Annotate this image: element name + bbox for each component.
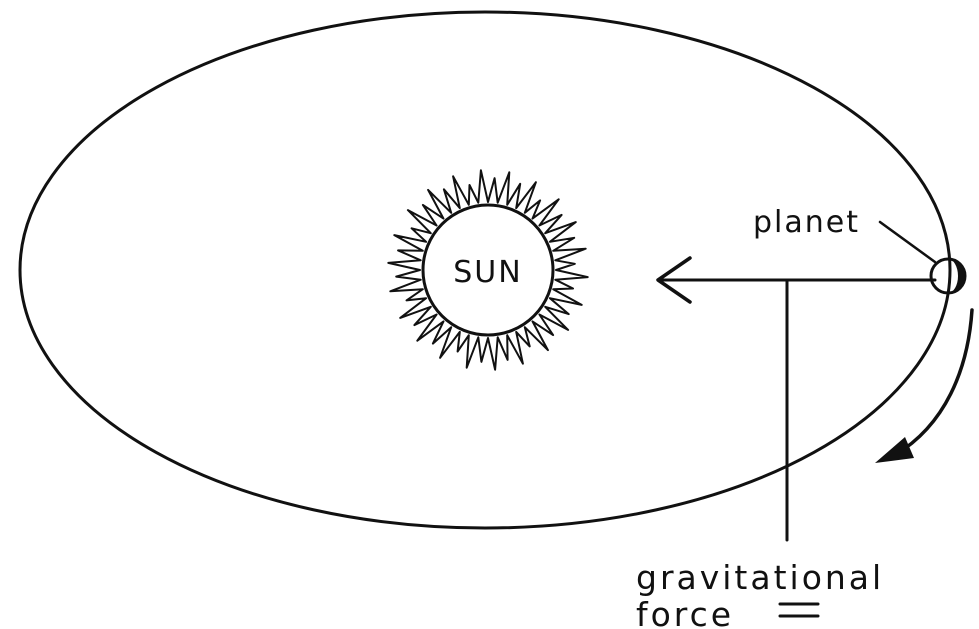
- orbit-direction-arrow: [895, 310, 972, 455]
- orbit-direction-arrowhead: [875, 437, 914, 463]
- planet-label-leader: [880, 222, 935, 262]
- planet-label: planet: [753, 205, 860, 240]
- force-label-line1: gravitational: [636, 558, 884, 597]
- sun-label: SUN: [453, 255, 522, 290]
- force-label-line2: force: [636, 595, 734, 629]
